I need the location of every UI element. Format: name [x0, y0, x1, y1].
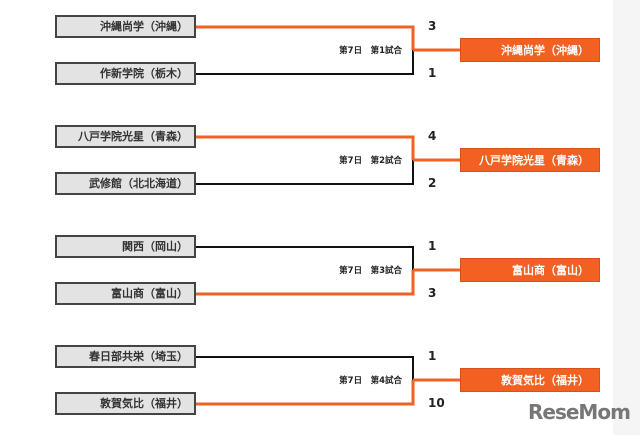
team-box[interactable]: 作新学院（栃木） [55, 62, 196, 85]
score: 3 [428, 19, 437, 33]
winner-box[interactable]: 富山商（富山） [460, 258, 600, 282]
team-box[interactable]: 春日部共栄（埼玉） [55, 345, 196, 368]
score: 10 [428, 396, 445, 410]
match-1: 沖縄尚学（沖縄） 作新学院（栃木） 3 1 第7日 第1試合 沖縄尚学（沖縄） [0, 0, 640, 110]
match-label: 第7日 第4試合 [339, 376, 402, 386]
match-4: 春日部共栄（埼玉） 敦賀気比（福井） 1 10 第7日 第4試合 敦賀気比（福井… [0, 330, 640, 440]
team-box[interactable]: 富山商（富山） [55, 282, 196, 305]
line-team2 [188, 50, 414, 75]
score: 1 [428, 349, 437, 363]
bracket-lines [188, 25, 460, 75]
line-team2 [188, 160, 414, 185]
winner-box[interactable]: 敦賀気比（福井） [460, 368, 600, 392]
line-team1 [188, 356, 414, 380]
team-box[interactable]: 敦賀気比（福井） [55, 392, 196, 415]
match-label: 第7日 第1試合 [339, 46, 402, 56]
team-box[interactable]: 八戸学院光星（青森） [55, 125, 196, 148]
winner-box[interactable]: 八戸学院光星（青森） [460, 148, 600, 172]
resemom-logo: ReseMom [528, 400, 631, 424]
match-label: 第7日 第3試合 [339, 266, 402, 276]
score: 2 [428, 176, 437, 190]
match-3: 関西（岡山） 富山商（富山） 1 3 第7日 第3試合 富山商（富山） [0, 220, 640, 330]
team-box[interactable]: 武修館（北北海道） [55, 172, 196, 195]
bracket-lines [188, 246, 460, 296]
match-2: 八戸学院光星（青森） 武修館（北北海道） 4 2 第7日 第2試合 八戸学院光星… [0, 110, 640, 220]
line-team1 [188, 246, 414, 270]
match-label: 第7日 第2試合 [339, 156, 402, 166]
team-box[interactable]: 沖縄尚学（沖縄） [55, 15, 196, 38]
score: 1 [428, 239, 437, 253]
bracket-lines [188, 135, 460, 185]
bracket-lines [188, 356, 460, 406]
winner-box[interactable]: 沖縄尚学（沖縄） [460, 38, 600, 62]
score: 3 [428, 286, 437, 300]
team-box[interactable]: 関西（岡山） [55, 235, 196, 258]
score: 1 [428, 66, 437, 80]
background-strip [613, 0, 640, 435]
score: 4 [428, 129, 437, 143]
